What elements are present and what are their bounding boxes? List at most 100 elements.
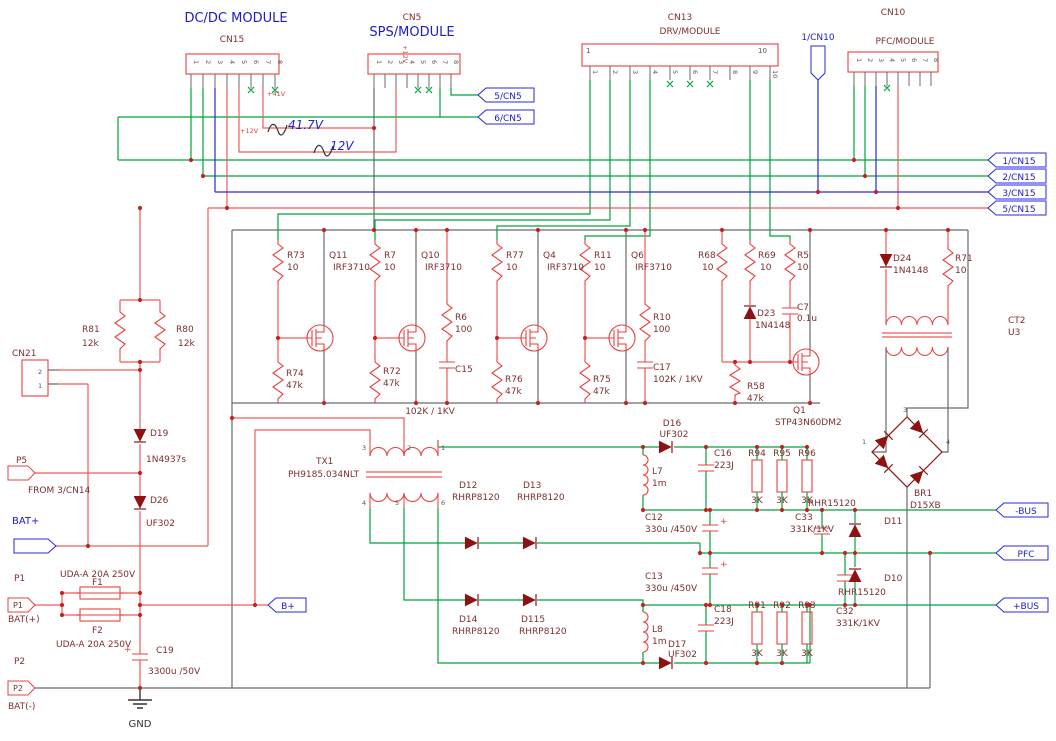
- d10-val: RHR15120: [838, 588, 886, 598]
- junction-dot: [707, 550, 713, 556]
- r93-val: 3K: [801, 649, 814, 659]
- capacitor-c18: [697, 624, 715, 632]
- cn15-ref: CN15: [220, 35, 244, 45]
- junction-dot: [137, 359, 143, 365]
- tx1-val: PH9185.034NLT: [288, 470, 360, 480]
- c13-ref: C13: [645, 572, 663, 582]
- d13-val: RHRP8120: [517, 493, 565, 503]
- l8-val: 1m: [652, 637, 667, 647]
- diode-d19: [133, 428, 147, 443]
- r94-val: 3K: [751, 496, 764, 506]
- r73-ref: R73: [287, 251, 305, 261]
- q10-ref: Q10: [421, 251, 440, 261]
- junction-dot: [623, 227, 629, 233]
- d14-ref: D14: [459, 615, 478, 625]
- wires-gray: [35, 88, 969, 689]
- cn5-12v: +12V: [401, 45, 409, 64]
- q4-val: IRF3710: [547, 263, 584, 273]
- r95-val: 3K: [776, 496, 789, 506]
- r77-val: 10: [506, 263, 518, 273]
- junction-dot: [804, 602, 810, 608]
- q6-val: IRF3710: [635, 263, 672, 273]
- d26-ref: D26: [150, 496, 169, 506]
- r75-ref: R75: [593, 375, 611, 385]
- junction-dot: [927, 550, 933, 556]
- connector-cn5: [367, 53, 461, 75]
- cn15-pin2: 2: [204, 60, 212, 64]
- cn10-pin5: 5: [899, 58, 907, 62]
- junction-dot: [754, 660, 760, 666]
- cn13-pin2: 2: [611, 70, 619, 74]
- connector-cn10: [847, 51, 939, 73]
- junction-dot: [623, 400, 629, 406]
- junction-dot: [371, 227, 377, 233]
- junction-dot: [275, 335, 281, 341]
- d115-ref: D115: [521, 615, 545, 625]
- transformer-tx1: [369, 446, 439, 503]
- mosfet-q11: [306, 324, 334, 352]
- c18-val: 223J: [714, 617, 734, 627]
- r94-ref: R94: [748, 449, 766, 459]
- r68-val: 10: [702, 263, 714, 273]
- cn10-pin3: 3: [877, 58, 885, 62]
- junction-dot: [137, 602, 143, 608]
- schematic-labels: DC/DC MODULECN15CN5SPS/MODULECN13DRV/MOD…: [8, 8, 1039, 730]
- offpage-flag-5cn5: [477, 87, 535, 103]
- junction-dot: [640, 507, 646, 513]
- resistor-r74: [272, 357, 284, 404]
- junction-dot: [852, 602, 858, 608]
- connector-cn21: [21, 359, 49, 397]
- r10-val: 100: [653, 325, 670, 335]
- cn5-ref: CN5: [403, 13, 422, 23]
- resistor-r73: [272, 239, 284, 286]
- junction-dot: [444, 227, 450, 233]
- mosfet-q10: [398, 324, 426, 352]
- r95-ref: R95: [773, 449, 791, 459]
- cn13-pin10: 10: [771, 70, 779, 78]
- junction-dot: [807, 227, 813, 233]
- cn10-pin6: 6: [910, 58, 918, 62]
- resistor-r10: [639, 299, 651, 346]
- junction-dot: [754, 602, 760, 608]
- tx1-pin4: 4: [362, 499, 366, 507]
- gnd-label: GND: [129, 719, 152, 730]
- junction-dot: [137, 612, 143, 618]
- flag-1cn10-label: 1/CN10: [801, 33, 835, 43]
- r69-ref: R69: [758, 251, 776, 261]
- r81-val: 12k: [82, 339, 99, 349]
- capacitor-c16: [697, 464, 715, 472]
- r5-val: 10: [797, 263, 809, 273]
- probe-mark-12v: [313, 144, 334, 157]
- cn21-ref: CN21: [12, 349, 36, 359]
- offpage-flag-1cn10: [810, 45, 826, 81]
- junction-dot: [229, 415, 235, 421]
- r74-val: 47k: [286, 381, 303, 391]
- cn13-pin4: 4: [651, 70, 659, 74]
- r91-val: 3K: [751, 649, 764, 659]
- ct2-val: U3: [1008, 328, 1020, 338]
- c12-plus: +: [720, 517, 728, 527]
- r81-ref: R81: [82, 325, 100, 335]
- junction-dot: [707, 507, 713, 513]
- sps-module-title: SPS/MODULE: [369, 25, 454, 40]
- resistor-r94: [751, 459, 763, 493]
- junction-dot: [200, 173, 206, 179]
- mosfet-q4: [520, 324, 548, 352]
- c19-ref: C19: [156, 646, 174, 656]
- ct2-ref: CT2: [1008, 316, 1026, 326]
- junction-dot: [703, 660, 709, 666]
- rail-41v-label: +41V: [267, 90, 286, 98]
- inductor-l7: [642, 454, 649, 496]
- junction-dot: [188, 157, 194, 163]
- junction-dot: [779, 602, 785, 608]
- cn13-pin3: 3: [631, 70, 639, 74]
- tx1-pin2: 2: [407, 444, 411, 452]
- r6-val: 100: [455, 325, 472, 335]
- d14-val: RHRP8120: [452, 627, 500, 637]
- junction-dot: [779, 507, 785, 513]
- junction-dot: [321, 400, 327, 406]
- tx1-ref: TX1: [315, 457, 333, 467]
- d16-ref: D16: [663, 419, 682, 429]
- f2-val: UDA-A 20A 250V: [56, 640, 132, 650]
- c19-val: 3300u /50V: [148, 667, 201, 677]
